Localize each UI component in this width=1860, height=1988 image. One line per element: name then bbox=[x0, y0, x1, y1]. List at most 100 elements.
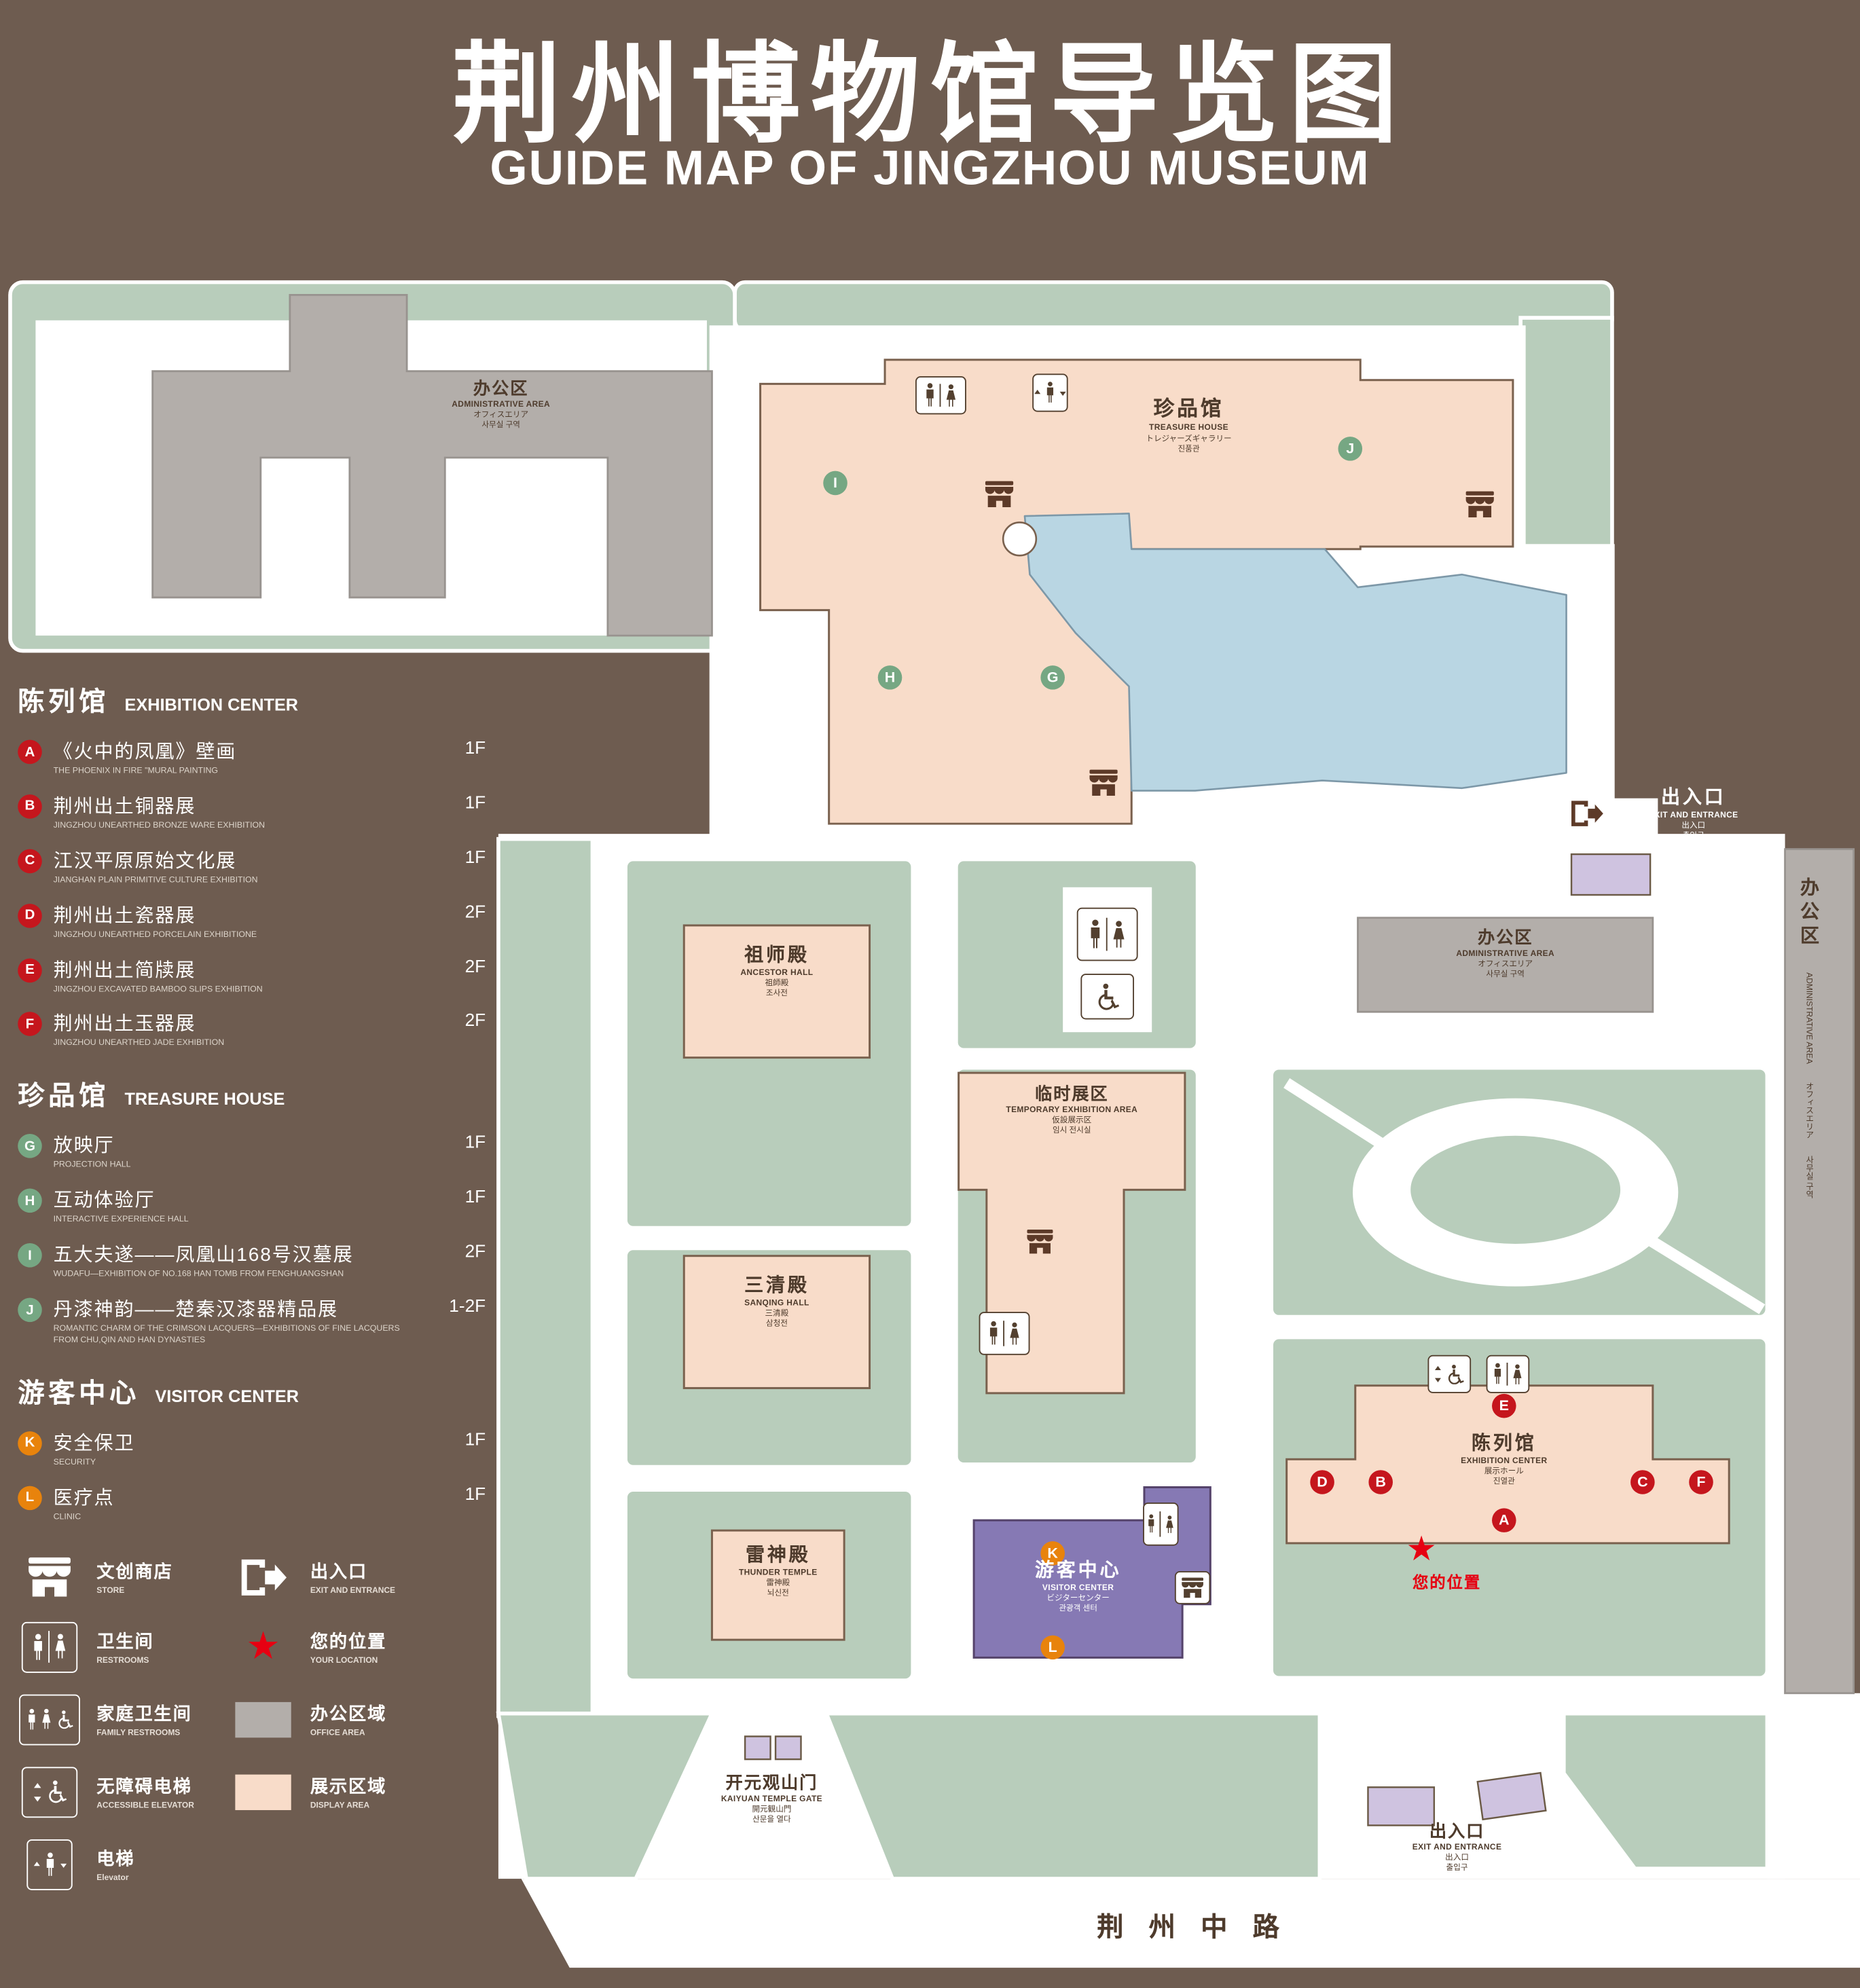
divider bbox=[939, 384, 941, 407]
exit-right-gate bbox=[1570, 853, 1652, 896]
wheelchair-icon bbox=[1095, 983, 1120, 1011]
down-arrow-icon bbox=[33, 1793, 41, 1802]
down-arrow-icon bbox=[1059, 389, 1067, 397]
wheelchair-icon bbox=[45, 1780, 67, 1803]
down-arrow-icon bbox=[1434, 1376, 1442, 1383]
legend-item-i: I 五大夫遂——凤凰山168号汉墓展 WUDAFU—EXHIBITION OF … bbox=[18, 1241, 509, 1282]
store-awning-icon bbox=[1463, 490, 1497, 520]
restroom-icon bbox=[1486, 1355, 1530, 1393]
store-icon bbox=[1174, 1571, 1211, 1604]
woman-icon bbox=[1008, 1322, 1021, 1346]
sanqing-hall-building bbox=[682, 1255, 871, 1389]
map-marker-l: L bbox=[1040, 1635, 1065, 1660]
map-marker-i: I bbox=[823, 471, 847, 496]
thunder-temple-building bbox=[710, 1529, 845, 1641]
label-sanqing-hall: 三清殿 SANQING HALL 三清殿 삼청전 bbox=[744, 1274, 809, 1329]
arrows bbox=[33, 1782, 41, 1802]
restroom-icon bbox=[1143, 1502, 1179, 1546]
your-location-text: 您的位置 bbox=[1412, 1573, 1482, 1591]
floor-label: 2F bbox=[464, 1010, 486, 1031]
man-icon bbox=[1088, 919, 1102, 950]
man-icon bbox=[1493, 1363, 1503, 1385]
administrative-strip-right bbox=[1784, 848, 1855, 1695]
legend-panel: 陈列馆 EXHIBITION CENTER A 《火中的凤凰》壁画 THE PH… bbox=[18, 681, 509, 1890]
map-marker-g: G bbox=[1040, 665, 1065, 690]
marker-badge-k: K bbox=[18, 1431, 42, 1456]
up-arrow-icon bbox=[1034, 389, 1041, 397]
woman-icon bbox=[54, 1634, 68, 1659]
elevator-icon bbox=[18, 1839, 81, 1890]
landscape-gate-right bbox=[823, 1711, 1322, 1881]
garden-walkways bbox=[1283, 1078, 1766, 1314]
legend-item-k: K 安全保卫 SECURITY 1F bbox=[18, 1429, 509, 1469]
legend-item-l: L 医疗点 CLINIC 1F bbox=[18, 1483, 509, 1524]
lake-pavilion bbox=[1002, 521, 1038, 557]
legend-symbol-restroom: 卫生间 RESTROOMS bbox=[18, 1621, 232, 1673]
landscape-left-column bbox=[496, 836, 595, 1718]
marker-badge-c: C bbox=[18, 849, 42, 873]
landscape-top-strip bbox=[733, 280, 1614, 333]
label-visitor-center: 游客中心 VISITOR CENTER ビジターセンター 관광객 센터 bbox=[1034, 1560, 1122, 1613]
label-admin-right: 办公区 ADMINISTRATIVE AREA オフィスエリア 사무실 구역 bbox=[1456, 927, 1555, 979]
man-icon bbox=[26, 1708, 36, 1730]
legend-symbol-display-area: 展示区域 DISPLAY AREA bbox=[232, 1767, 509, 1818]
marker-badge-f: F bbox=[18, 1012, 42, 1037]
map-marker-j: J bbox=[1338, 437, 1363, 461]
man-icon bbox=[1045, 382, 1055, 403]
up-arrow-icon bbox=[33, 1860, 40, 1868]
exhibition-center-building bbox=[1285, 1384, 1730, 1545]
store-icon bbox=[1463, 490, 1497, 520]
display-area-swatch bbox=[232, 1773, 295, 1810]
arrows bbox=[1434, 1365, 1442, 1383]
map-marker-d: D bbox=[1310, 1470, 1334, 1494]
legend-item-b: B 荆州出土铜器展 JINGZHOU UNEARTHED BRONZE WARE… bbox=[18, 792, 509, 832]
label-admin-top-left: 办公区 ADMINISTRATIVE AREA オフィスエリア 사무실 구역 bbox=[452, 378, 551, 430]
location-star-icon: ★ bbox=[246, 1625, 280, 1668]
restroom-icon bbox=[18, 1621, 81, 1673]
store-awning-icon bbox=[1087, 768, 1120, 798]
floor-label: 1-2F bbox=[449, 1295, 486, 1316]
marker-badge-j: J bbox=[18, 1297, 42, 1323]
page-title: 荆州博物馆导览图 bbox=[452, 34, 1408, 157]
store-awning-icon bbox=[1025, 1228, 1055, 1255]
store-icon bbox=[983, 479, 1016, 510]
map-marker-a: A bbox=[1492, 1508, 1516, 1532]
man-icon bbox=[1146, 1515, 1155, 1534]
administrative-building-top-left bbox=[151, 293, 713, 637]
legend-symbol-your-location: ★ 您的位置 YOUR LOCATION bbox=[232, 1621, 509, 1672]
exit-arrow-icon bbox=[1569, 798, 1604, 829]
marker-badge-d: D bbox=[18, 903, 42, 928]
road-name: 荆 州 中 路 bbox=[1097, 1913, 1289, 1943]
marker-badge-l: L bbox=[18, 1486, 42, 1510]
label-exit-bottom: 出入口 EXIT AND ENTRANCE 出入口 출입구 bbox=[1412, 1821, 1502, 1873]
marker-badge-b: B bbox=[18, 794, 42, 819]
woman-icon bbox=[1512, 1363, 1523, 1384]
restroom-icon bbox=[979, 1312, 1030, 1355]
elevator-icon bbox=[1032, 373, 1068, 412]
down-arrow-icon bbox=[59, 1860, 67, 1868]
lake bbox=[1023, 513, 1567, 792]
woman-icon bbox=[1165, 1515, 1175, 1534]
marker-badge-i: I bbox=[18, 1243, 42, 1268]
legend-item-g: G 放映厅 PROJECTION HALL 1F bbox=[18, 1132, 509, 1173]
store-awning-icon bbox=[23, 1554, 77, 1600]
accessible-elevator-icon bbox=[1427, 1355, 1472, 1393]
marker-badge-a: A bbox=[18, 739, 42, 765]
legend-symbols: 文创商店 STORE 出入口 EXIT AND ENTRANCE 卫生间 bbox=[18, 1554, 509, 1890]
exit-bottom-gate-b bbox=[1476, 1771, 1547, 1821]
accessible-elevator-icon bbox=[18, 1766, 81, 1818]
store-awning-icon bbox=[983, 479, 1016, 510]
exit-bottom-gate-a bbox=[1367, 1786, 1436, 1826]
office-area-swatch bbox=[232, 1701, 295, 1737]
legend-item-c: C 江汉平原原始文化展 JIANGHAN PLAIN PRIMITIVE CUL… bbox=[18, 846, 509, 887]
woman-icon bbox=[945, 384, 958, 407]
legend-item-h: H 互动体验厅 INTERACTIVE EXPERIENCE HALL 1F bbox=[18, 1186, 509, 1227]
treasure-house-building bbox=[759, 358, 1514, 825]
floor-label: 1F bbox=[464, 1186, 486, 1207]
floor-label: 2F bbox=[464, 1240, 486, 1262]
floor-label: 1F bbox=[464, 846, 486, 867]
path-bottom-right bbox=[1767, 1693, 1860, 1879]
marker-badge-h: H bbox=[18, 1188, 42, 1213]
wheelchair-icon bbox=[55, 1710, 73, 1729]
